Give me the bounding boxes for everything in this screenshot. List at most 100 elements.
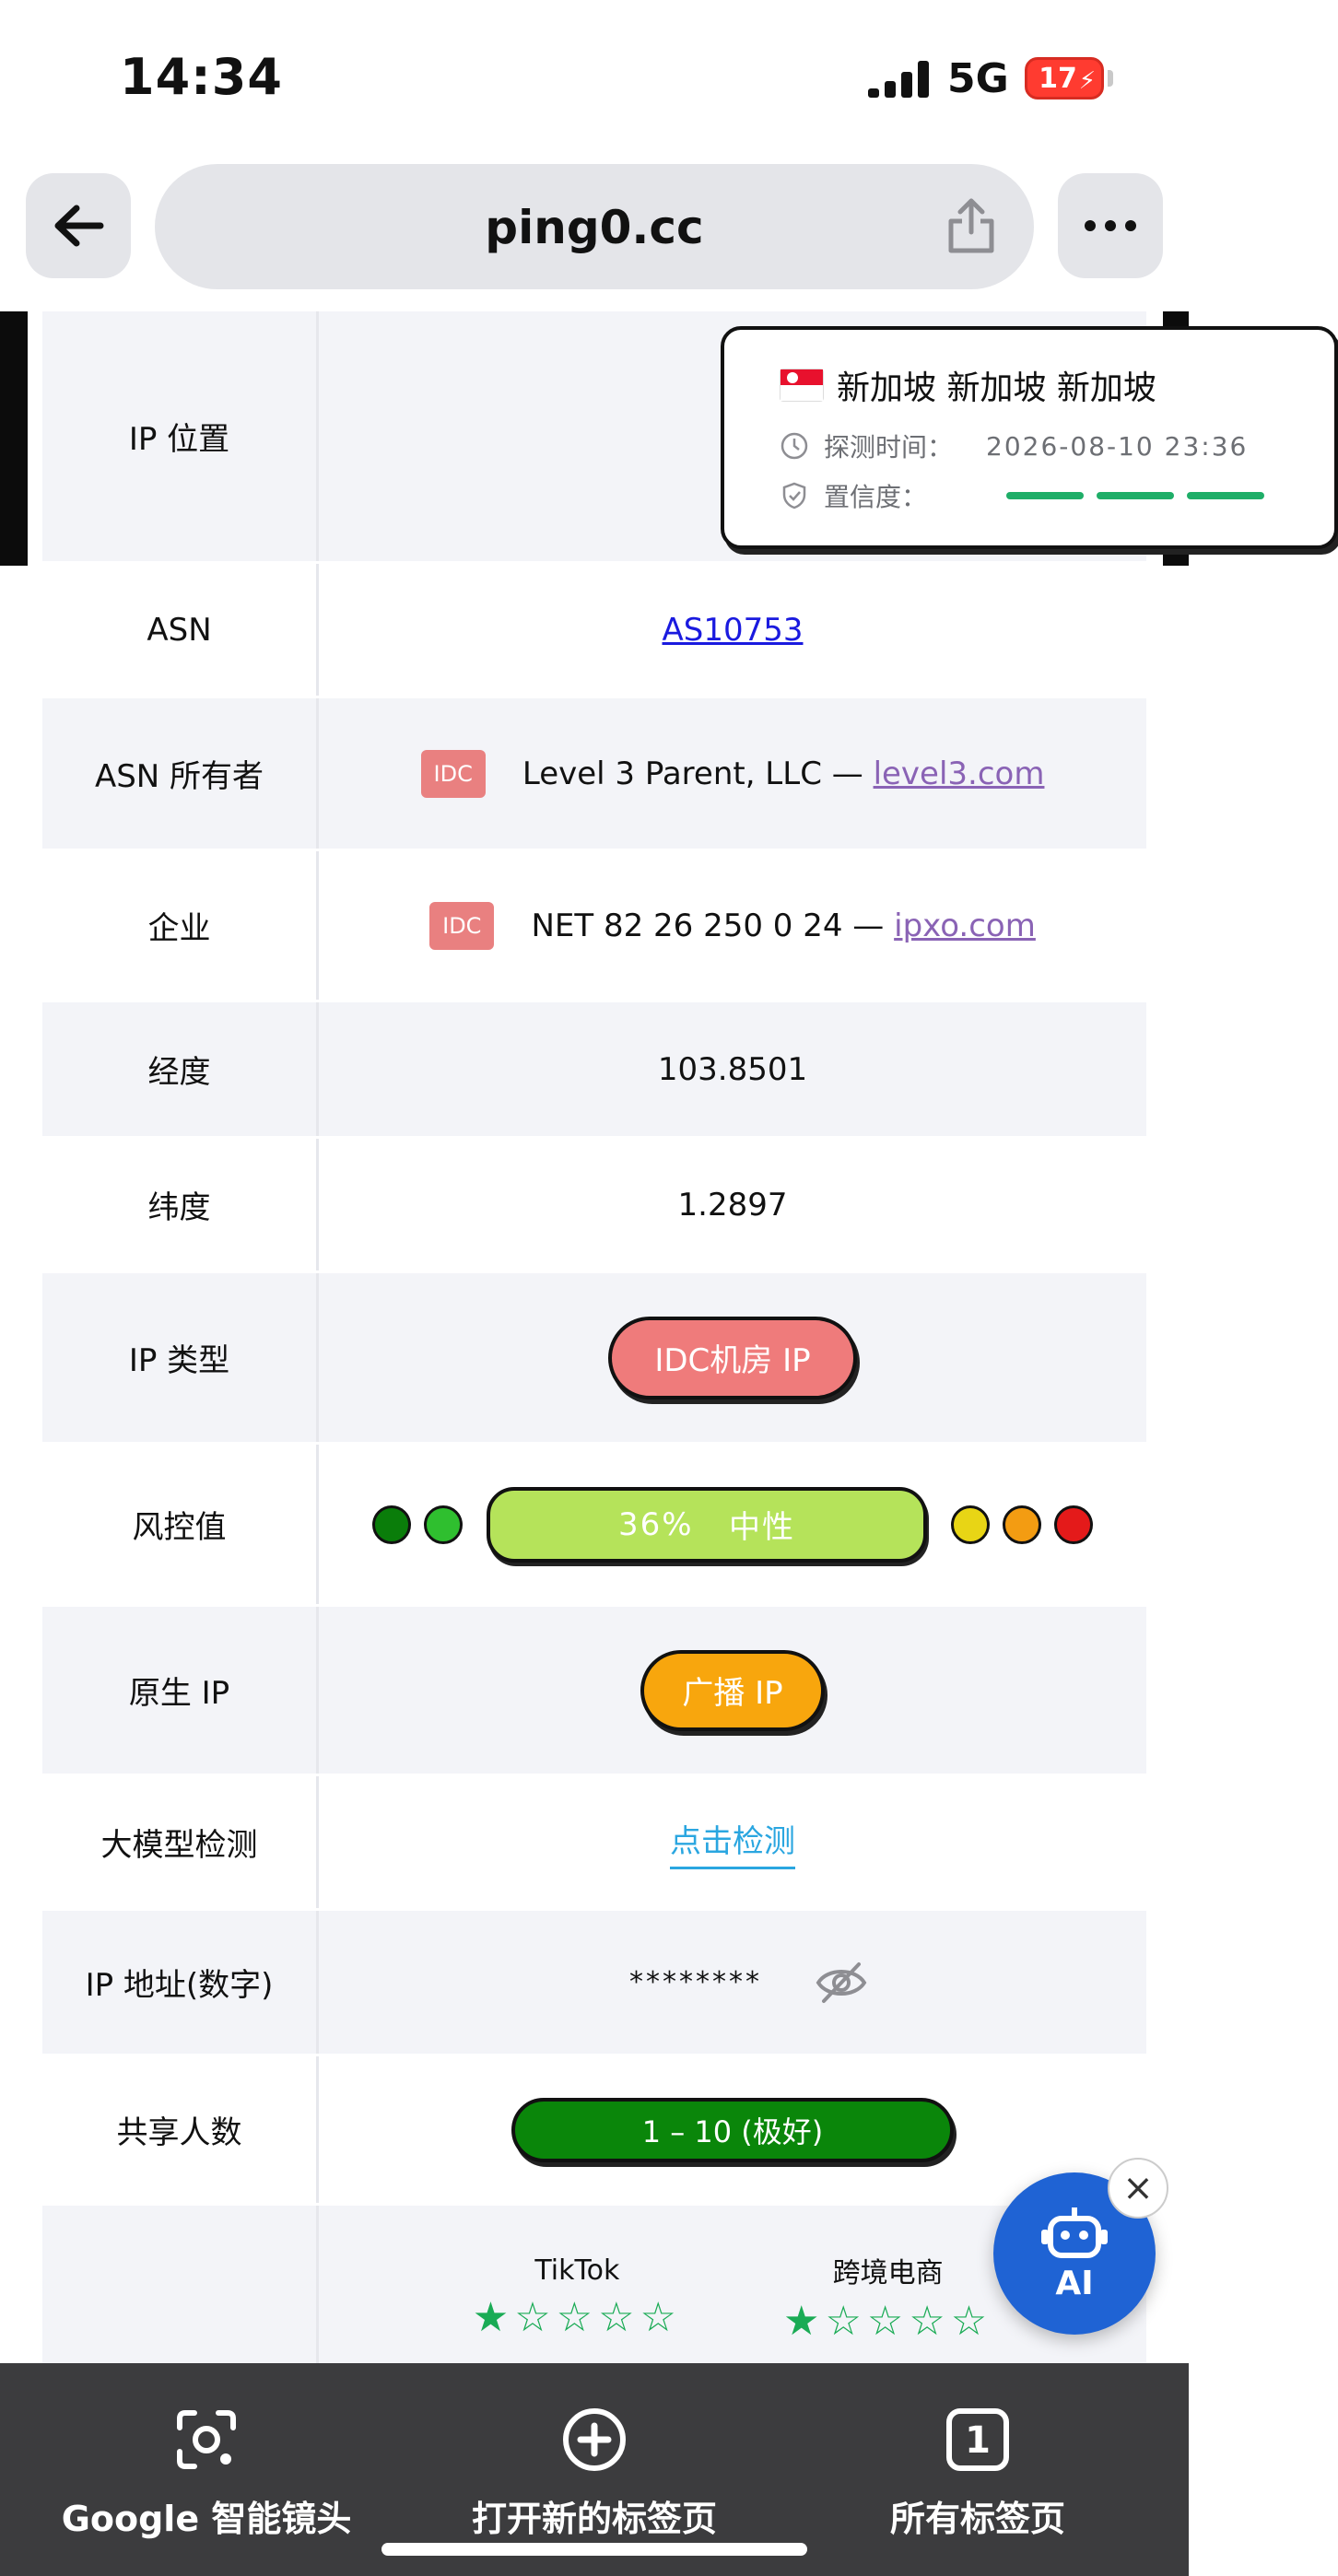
row-longitude: 经度 103.8501: [42, 1002, 1146, 1139]
share-icon[interactable]: [944, 195, 999, 254]
asn-link[interactable]: AS10753: [662, 611, 804, 649]
row-label: 经度: [42, 1002, 319, 1136]
ip-numeric-masked: ********: [629, 1966, 762, 1998]
row-label: 纬度: [42, 1139, 319, 1270]
plus-circle-icon: [563, 2408, 626, 2471]
google-lens-button[interactable]: Google 智能镜头: [62, 2406, 351, 2541]
ellipsis-icon: [1085, 220, 1136, 231]
row-label: 企业: [42, 851, 319, 1000]
row-label: 大模型检测: [42, 1776, 319, 1908]
ai-label: AI: [1055, 2264, 1094, 2302]
shield-check-icon: [782, 482, 806, 509]
risk-score-bar: 36% 中性: [487, 1486, 927, 1563]
ip-type-badge: IDC机房 IP: [608, 1316, 857, 1399]
row-ip-location: IP 位置 新加坡 新加坡 新加坡 探测时间： 2026-08-10 23:36: [42, 311, 1338, 564]
shared-users-badge: 1 – 10 (极好): [511, 2097, 954, 2162]
toolbar-label: 所有标签页: [889, 2499, 1065, 2539]
singapore-flag-icon: [780, 369, 824, 402]
row-native-ip: 原生 IP 广播 IP: [42, 1607, 1146, 1776]
lens-icon: [177, 2410, 236, 2469]
row-label: ASN: [42, 564, 319, 696]
battery-cap: [1108, 70, 1113, 87]
platform-ratings: TikTok ★☆☆☆☆ 跨境电商 ★☆☆☆☆: [473, 2250, 992, 2342]
star-rating: ★☆☆☆☆: [472, 2293, 682, 2341]
risk-dot-orange: [1003, 1505, 1041, 1544]
location-text: 新加坡 新加坡 新加坡: [837, 369, 1156, 407]
home-indicator: [381, 2543, 807, 2556]
close-ai-button[interactable]: ×: [1108, 2158, 1168, 2219]
new-tab-button[interactable]: 打开新的标签页: [456, 2406, 733, 2541]
close-icon: ×: [1122, 2167, 1154, 2209]
arrow-left-icon: [54, 205, 104, 247]
risk-meter: 36% 中性: [372, 1486, 1093, 1563]
risk-dot-red: [1054, 1505, 1093, 1544]
row-ratings: TikTok ★☆☆☆☆ 跨境电商 ★☆☆☆☆: [42, 2206, 1146, 2390]
detect-time: 2026-08-10 23:36: [986, 430, 1249, 462]
row-label: IP 类型: [42, 1273, 319, 1442]
row-label: IP 位置: [42, 311, 319, 561]
rating-name: 跨境电商: [832, 2257, 944, 2289]
browser-toolbar: Google 智能镜头 打开新的标签页 1 所有标签页: [0, 2363, 1189, 2576]
tab-count: 1: [965, 2419, 991, 2462]
row-asn-owner: ASN 所有者 IDC Level 3 Parent, LLC — level3…: [42, 698, 1146, 851]
battery-level: 17: [1039, 63, 1077, 95]
toolbar-label: 打开新的标签页: [471, 2499, 717, 2539]
detect-link[interactable]: 点击检测: [670, 1816, 795, 1869]
clock-icon: [780, 432, 808, 460]
all-tabs-button[interactable]: 1 所有标签页: [863, 2406, 1093, 2541]
row-label: 风控值: [42, 1445, 319, 1604]
status-time: 14:34: [120, 48, 283, 106]
back-button[interactable]: [26, 173, 131, 278]
url-text: ping0.cc: [485, 201, 704, 254]
more-button[interactable]: [1058, 173, 1163, 278]
ip-info-table: IP 位置 新加坡 新加坡 新加坡 探测时间： 2026-08-10 23:36: [42, 311, 1338, 2390]
location-card: 新加坡 新加坡 新加坡 探测时间： 2026-08-10 23:36 置信度：: [721, 326, 1338, 549]
confidence-label: 置信度：: [824, 482, 928, 512]
risk-dot-green: [424, 1505, 463, 1544]
battery-icon: 17⚡: [1025, 57, 1104, 100]
enterprise-domain-link[interactable]: ipxo.com: [894, 907, 1036, 944]
row-label: IP 地址(数字): [42, 1911, 319, 2054]
asn-owner-domain-link[interactable]: level3.com: [873, 755, 1045, 792]
eye-off-icon[interactable]: [815, 1959, 868, 2007]
risk-dot-dark-green: [372, 1505, 411, 1544]
tabs-icon: 1: [946, 2408, 1009, 2471]
row-label: ASN 所有者: [42, 698, 319, 849]
rating-cross-border-ecommerce: 跨境电商 ★☆☆☆☆: [783, 2250, 992, 2342]
row-ip-type: IP 类型 IDC机房 IP: [42, 1273, 1146, 1445]
idc-badge: IDC: [420, 749, 486, 798]
browser-bar: ping0.cc: [0, 157, 1189, 311]
rating-tiktok: TikTok ★☆☆☆☆: [473, 2254, 682, 2338]
row-enterprise: 企业 IDC NET 82 26 250 0 24 — ipxo.com: [42, 851, 1146, 1002]
row-label: 原生 IP: [42, 1607, 319, 1774]
robot-icon: [1041, 2207, 1108, 2258]
risk-dot-yellow: [951, 1505, 990, 1544]
confidence-bars: [1006, 492, 1265, 499]
detect-time-label: 探测时间：: [824, 432, 954, 463]
network-type: 5G: [947, 55, 1009, 102]
longitude-value: 103.8501: [657, 1050, 808, 1088]
risk-percent: 36%: [617, 1505, 694, 1543]
address-bar[interactable]: ping0.cc: [155, 164, 1034, 289]
risk-level: 中性: [729, 1509, 795, 1546]
row-risk: 风控值 36% 中性: [42, 1445, 1146, 1607]
row-label: [42, 2206, 319, 2387]
native-ip-badge: 广播 IP: [640, 1649, 825, 1731]
asn-owner-text: Level 3 Parent, LLC —: [522, 755, 863, 792]
row-label: 共享人数: [42, 2056, 319, 2203]
info-card: IP 位置 新加坡 新加坡 新加坡 探测时间： 2026-08-10 23:36: [28, 311, 1338, 2390]
idc-badge: IDC: [429, 901, 495, 950]
row-asn: ASN AS10753: [42, 564, 1146, 698]
enterprise-text: NET 82 26 250 0 24 —: [531, 907, 885, 944]
row-ip-numeric: IP 地址(数字) ********: [42, 1911, 1146, 2056]
star-rating: ★☆☆☆☆: [783, 2298, 993, 2345]
row-latitude: 纬度 1.2897: [42, 1139, 1146, 1273]
status-bar: 14:34 5G 17⚡: [0, 0, 1189, 157]
row-shared-users: 共享人数 1 – 10 (极好): [42, 2056, 1146, 2206]
latitude-value: 1.2897: [677, 1186, 788, 1224]
toolbar-label: Google 智能镜头: [61, 2499, 352, 2539]
rating-name: TikTok: [534, 2254, 620, 2287]
row-llm-detect: 大模型检测 点击检测: [42, 1776, 1146, 1911]
signal-icon: [868, 61, 931, 98]
page-content: IP 位置 新加坡 新加坡 新加坡 探测时间： 2026-08-10 23:36: [0, 311, 1338, 2390]
